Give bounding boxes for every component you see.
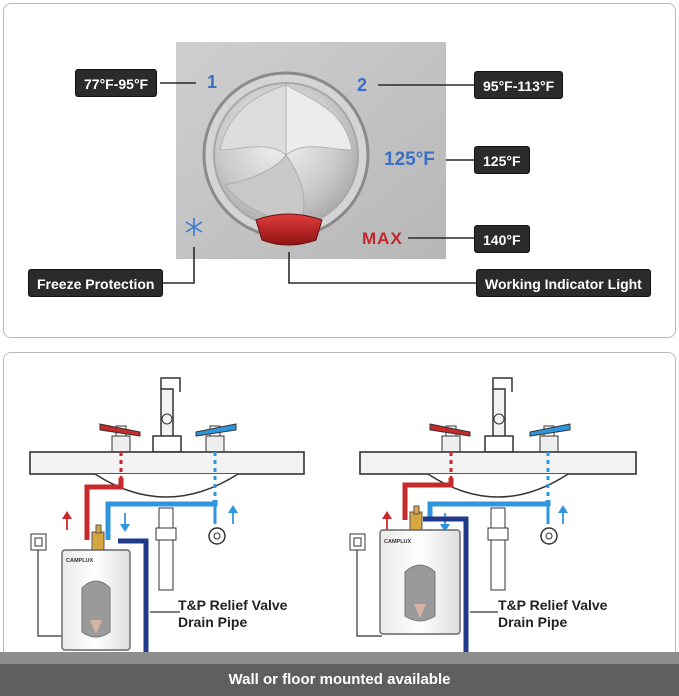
snowflake-icon	[185, 218, 203, 236]
footer-accent	[0, 652, 679, 664]
callout-working-indicator: Working Indicator Light	[476, 269, 651, 297]
caption-left-line2: Drain Pipe	[178, 614, 248, 630]
caption-left: T&P Relief Valve Drain Pipe	[178, 597, 287, 631]
caption-right-line1: T&P Relief Valve	[498, 597, 608, 613]
heater-brand-left: CAMPLUX	[66, 558, 94, 564]
install-left: CAMPLUX	[29, 377, 305, 652]
dial-position-2: 2	[357, 75, 368, 95]
callout-mid-range: 95°F-113°F	[474, 71, 564, 99]
callout-connectors	[158, 82, 476, 284]
control-panel-graphic	[158, 42, 476, 284]
dial-position-125: 125°F	[384, 149, 435, 170]
callout-freeze-protection: Freeze Protection	[28, 269, 164, 297]
dial-position-1: 1	[207, 72, 218, 92]
callout-125: 125°F	[474, 146, 530, 174]
dial-position-max: MAX	[362, 229, 403, 248]
install-right: CAMPLUX	[349, 377, 637, 652]
heater-brand-right: CAMPLUX	[384, 539, 412, 545]
caption-left-line1: T&P Relief Valve	[178, 597, 288, 613]
caption-right: T&P Relief Valve Drain Pipe	[498, 597, 607, 631]
footer-banner: Wall or floor mounted available	[0, 664, 679, 696]
caption-right-line2: Drain Pipe	[498, 614, 568, 630]
callout-max-temp: 140°F	[474, 225, 530, 253]
indicator-light	[255, 213, 323, 246]
callout-low-range: 77°F-95°F	[75, 69, 158, 97]
